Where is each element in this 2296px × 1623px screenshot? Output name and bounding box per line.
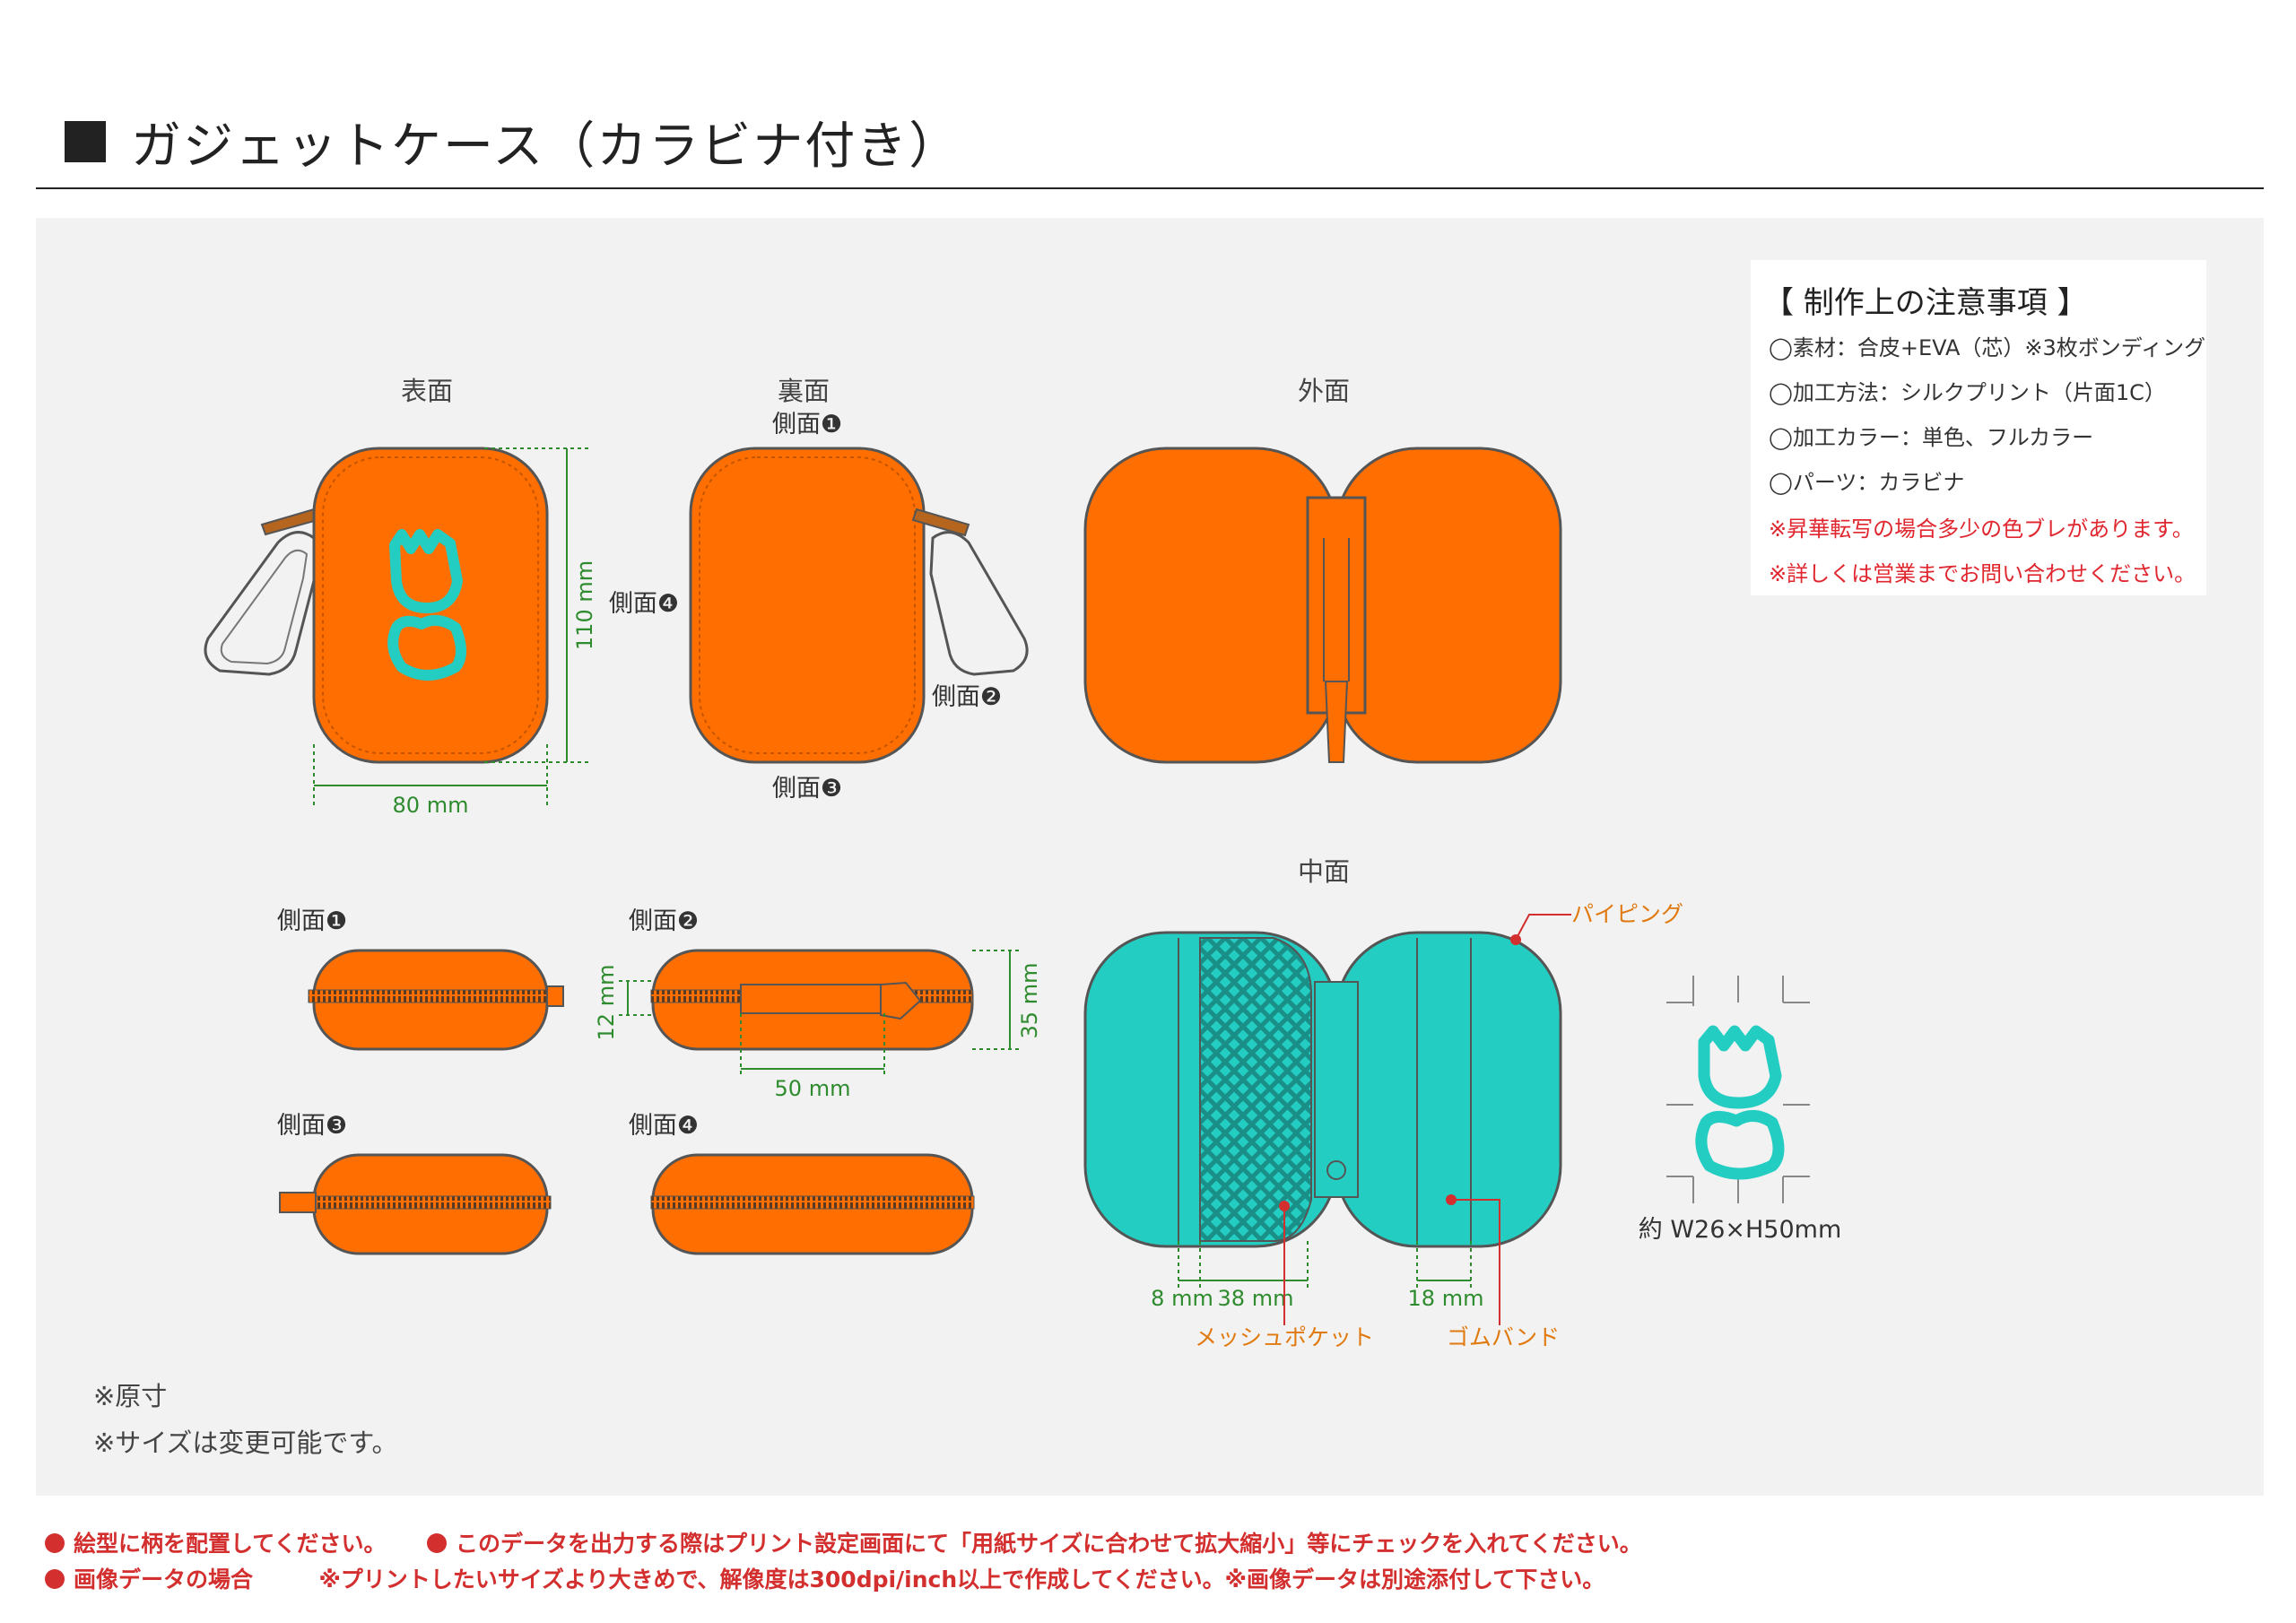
label-side2: 側面❷	[629, 907, 699, 935]
outer-left-panel	[1083, 447, 1338, 764]
side1-view	[308, 949, 564, 1051]
mesh-pocket	[1199, 937, 1312, 1242]
bullet-icon	[426, 1533, 447, 1553]
instruction-image-data: 画像データの場合	[74, 1567, 254, 1593]
instruction-resolution: ※プリントしたいサイズより大きめで、解像度は300dpi/inch以上で作成して…	[318, 1567, 1605, 1593]
dimension-mesh-width: 38 mm	[1218, 1286, 1294, 1311]
callout-piping: パイピング	[1571, 901, 1683, 927]
footnote-actual-size: ※原寸	[93, 1381, 168, 1411]
label-back-side1: 側面❶	[772, 411, 842, 438]
outer-right-panel	[1335, 447, 1562, 764]
note-process: ◯加工方法：シルクプリント（片面1C）	[1769, 380, 2166, 405]
page-title: ガジェットケース（カラビナ付き）	[131, 117, 961, 176]
note-material: ◯素材：合皮+EVA（芯）※3枚ボンディング	[1769, 335, 2206, 360]
carabiner-icon	[204, 531, 317, 676]
dimension-width: 80 mm	[393, 793, 469, 818]
logo-artwork-upper-icon	[1698, 1025, 1782, 1109]
zipper-pull-icon	[1324, 681, 1349, 763]
title-divider	[36, 187, 2264, 189]
side2-view: 12 mm 35 mm 50 mm	[594, 949, 1042, 1101]
back-view: 側面❶ 側面❹ 側面❷ 側面❸	[609, 411, 1029, 803]
side3-view	[279, 1153, 552, 1255]
label-side3: 側面❸	[277, 1112, 347, 1140]
zipper-slider-icon	[880, 981, 922, 1020]
instruction-line-2: 画像データの場合 ※プリントしたいサイズより大きめで、解像度は300dpi/in…	[45, 1562, 1605, 1594]
callout-mesh-pocket: メッシュポケット	[1195, 1324, 1374, 1350]
production-notes: 【 制作上の注意事項 】 ◯素材：合皮+EVA（芯）※3枚ボンディング ◯加工方…	[1751, 260, 2206, 595]
footnote-size-change: ※サイズは変更可能です。	[93, 1428, 398, 1458]
label-back-side4: 側面❹	[609, 590, 679, 618]
label-back: 裏面	[778, 376, 830, 406]
page-header: ガジェットケース（カラビナ付き）	[65, 106, 961, 178]
zipper-icon	[308, 989, 552, 1003]
outer-hinge	[1306, 496, 1367, 715]
instruction-print-settings: このデータを出力する際はプリント設定画面にて「用紙サイズに合わせて拡大縮小」等に…	[455, 1531, 1642, 1557]
crop-marks-icon	[1666, 976, 1810, 1203]
logo-upper-icon	[389, 529, 463, 613]
logo-size: 約 W26×H50mm	[1639, 1216, 1842, 1244]
label-side4: 側面❹	[629, 1112, 699, 1140]
label-outer: 外面	[1298, 376, 1350, 406]
logo-artwork-lower-icon	[1695, 1110, 1785, 1180]
notes-heading: 【 制作上の注意事項 】	[1763, 285, 2088, 321]
note-color: ◯加工カラー：単色、フルカラー	[1769, 425, 2094, 450]
label-back-side3: 側面❸	[772, 775, 842, 803]
note-parts: ◯パーツ：カラビナ	[1769, 470, 1965, 495]
title-square-icon	[65, 121, 106, 162]
label-front: 表面	[401, 376, 453, 406]
dimension-height: 110 mm	[572, 560, 597, 650]
back-body	[689, 447, 926, 764]
logo-artwork: 約 W26×H50mm	[1639, 976, 1842, 1244]
front-view: 110 mm 80 mm	[204, 447, 597, 818]
bullet-icon	[45, 1533, 65, 1553]
inner-view: 8 mm 38 mm 18 mm パイピング メッシュポケット ゴムバンド	[1083, 901, 1683, 1350]
outer-view	[1083, 447, 1562, 764]
instruction-place-pattern: 絵型に柄を配置してください。	[74, 1531, 387, 1557]
warning-sublimation: ※昇華転写の場合多少の色ブレがあります。	[1769, 516, 2194, 542]
callout-rubber-band: ゴムバンド	[1447, 1324, 1560, 1350]
dimension-band-width: 18 mm	[1408, 1286, 1484, 1311]
instruction-line-1: 絵型に柄を配置してください。 このデータを出力する際はプリント設定画面にて「用紙…	[45, 1526, 1642, 1558]
label-inner: 中面	[1298, 856, 1350, 887]
dimension-piping-gap: 8 mm	[1151, 1286, 1213, 1311]
warning-contact: ※詳しくは営業までお問い合わせください。	[1769, 561, 2196, 586]
side4-view	[650, 1153, 975, 1255]
dimension-side-height: 12 mm	[594, 965, 619, 1041]
strap-icon	[260, 508, 319, 536]
back-carabiner-icon	[929, 531, 1029, 676]
dimension-thickness: 35 mm	[1017, 963, 1042, 1039]
logo-lower-icon	[387, 614, 466, 681]
dimension-zip-length: 50 mm	[775, 1076, 851, 1101]
label-side1: 側面❶	[277, 907, 347, 935]
bullet-icon	[45, 1569, 65, 1589]
label-back-side2: 側面❷	[932, 683, 1002, 711]
